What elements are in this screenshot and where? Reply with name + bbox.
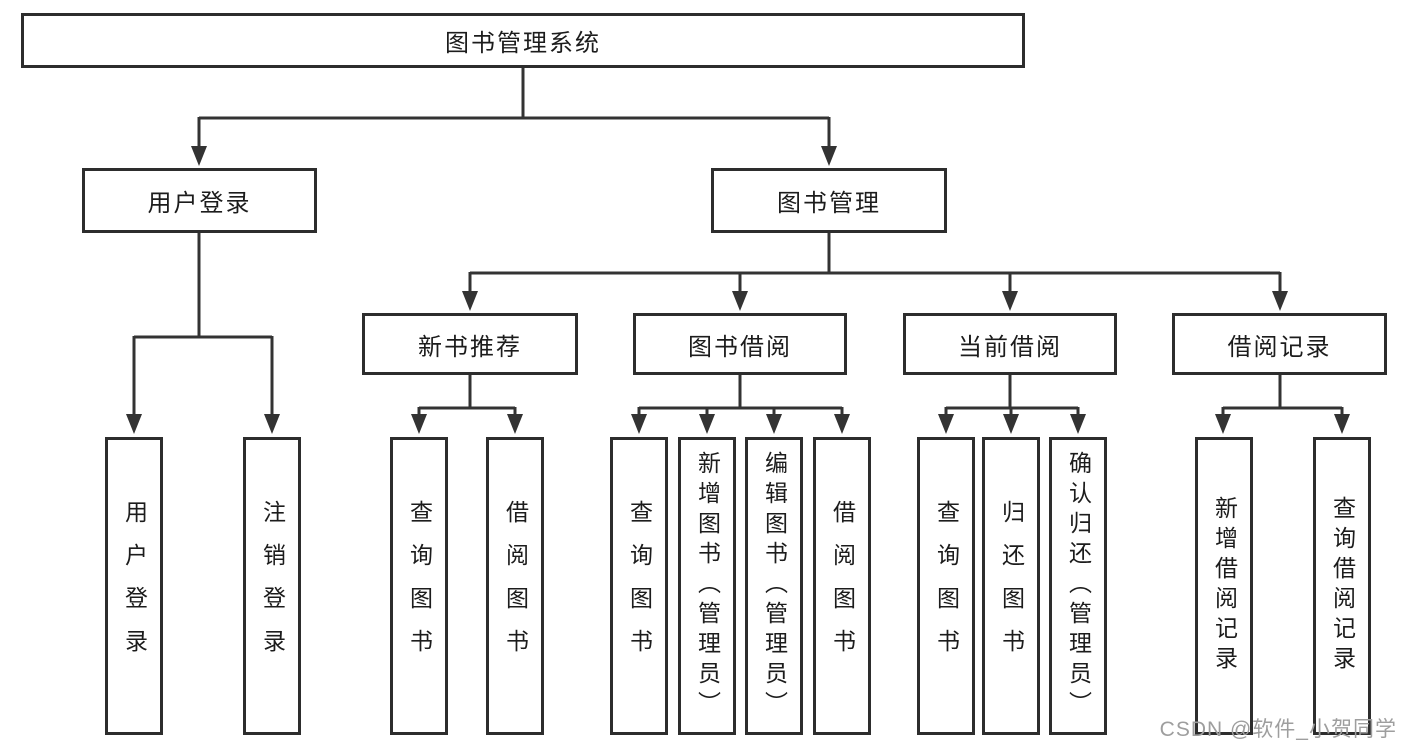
leaf-query-books-1-label: 查询图书 [406,500,433,672]
leaf-confirm-return-admin: 确认归还（管理员） [1049,437,1107,735]
node-new-book-recommendation-label: 新书推荐 [418,333,522,361]
leaf-user-login-label: 用户登录 [121,500,148,672]
node-new-book-recommendation: 新书推荐 [362,313,578,375]
leaf-borrow-books-2: 借阅图书 [813,437,871,735]
leaf-confirm-return-admin-label: 确认归还（管理员） [1065,451,1092,721]
leaf-logout: 注销登录 [243,437,301,735]
leaf-logout-label: 注销登录 [259,500,286,672]
leaf-edit-books-admin: 编辑图书（管理员） [745,437,803,735]
node-book-borrowing: 图书借阅 [633,313,847,375]
leaf-add-borrow-record: 新增借阅记录 [1195,437,1253,735]
leaf-borrow-books-1-label: 借阅图书 [502,500,529,672]
leaf-query-books-3-label: 查询图书 [933,500,960,672]
leaf-query-books-2: 查询图书 [610,437,668,735]
leaf-add-borrow-record-label: 新增借阅记录 [1211,496,1238,676]
csdn-watermark: CSDN @软件_小贺同学 [1159,718,1397,741]
node-book-borrowing-label: 图书借阅 [688,333,792,361]
leaf-borrow-books-1: 借阅图书 [486,437,544,735]
node-book-management-label: 图书管理 [777,190,881,217]
leaf-return-books: 归还图书 [982,437,1040,735]
leaf-query-books-2-label: 查询图书 [626,500,653,672]
leaf-user-login: 用户登录 [105,437,163,735]
leaf-query-books-3: 查询图书 [917,437,975,735]
node-borrowing-records: 借阅记录 [1172,313,1387,375]
node-user-login-label: 用户登录 [147,190,252,217]
leaf-add-books-admin: 新增图书（管理员） [678,437,736,735]
leaf-add-books-admin-label: 新增图书（管理员） [694,451,721,721]
node-borrowing-records-label: 借阅记录 [1227,333,1332,361]
leaf-query-borrow-record: 查询借阅记录 [1313,437,1371,735]
leaf-query-books-1: 查询图书 [390,437,448,735]
node-current-borrowing-label: 当前借阅 [958,333,1062,361]
leaf-edit-books-admin-label: 编辑图书（管理员） [761,451,788,721]
leaf-borrow-books-2-label: 借阅图书 [829,500,856,672]
node-current-borrowing: 当前借阅 [903,313,1117,375]
node-book-management: 图书管理 [711,168,947,233]
leaf-return-books-label: 归还图书 [998,500,1025,672]
node-root: 图书管理系统 [21,13,1025,68]
node-root-label: 图书管理系统 [445,30,601,57]
leaf-query-borrow-record-label: 查询借阅记录 [1329,496,1356,676]
node-user-login: 用户登录 [82,168,317,233]
